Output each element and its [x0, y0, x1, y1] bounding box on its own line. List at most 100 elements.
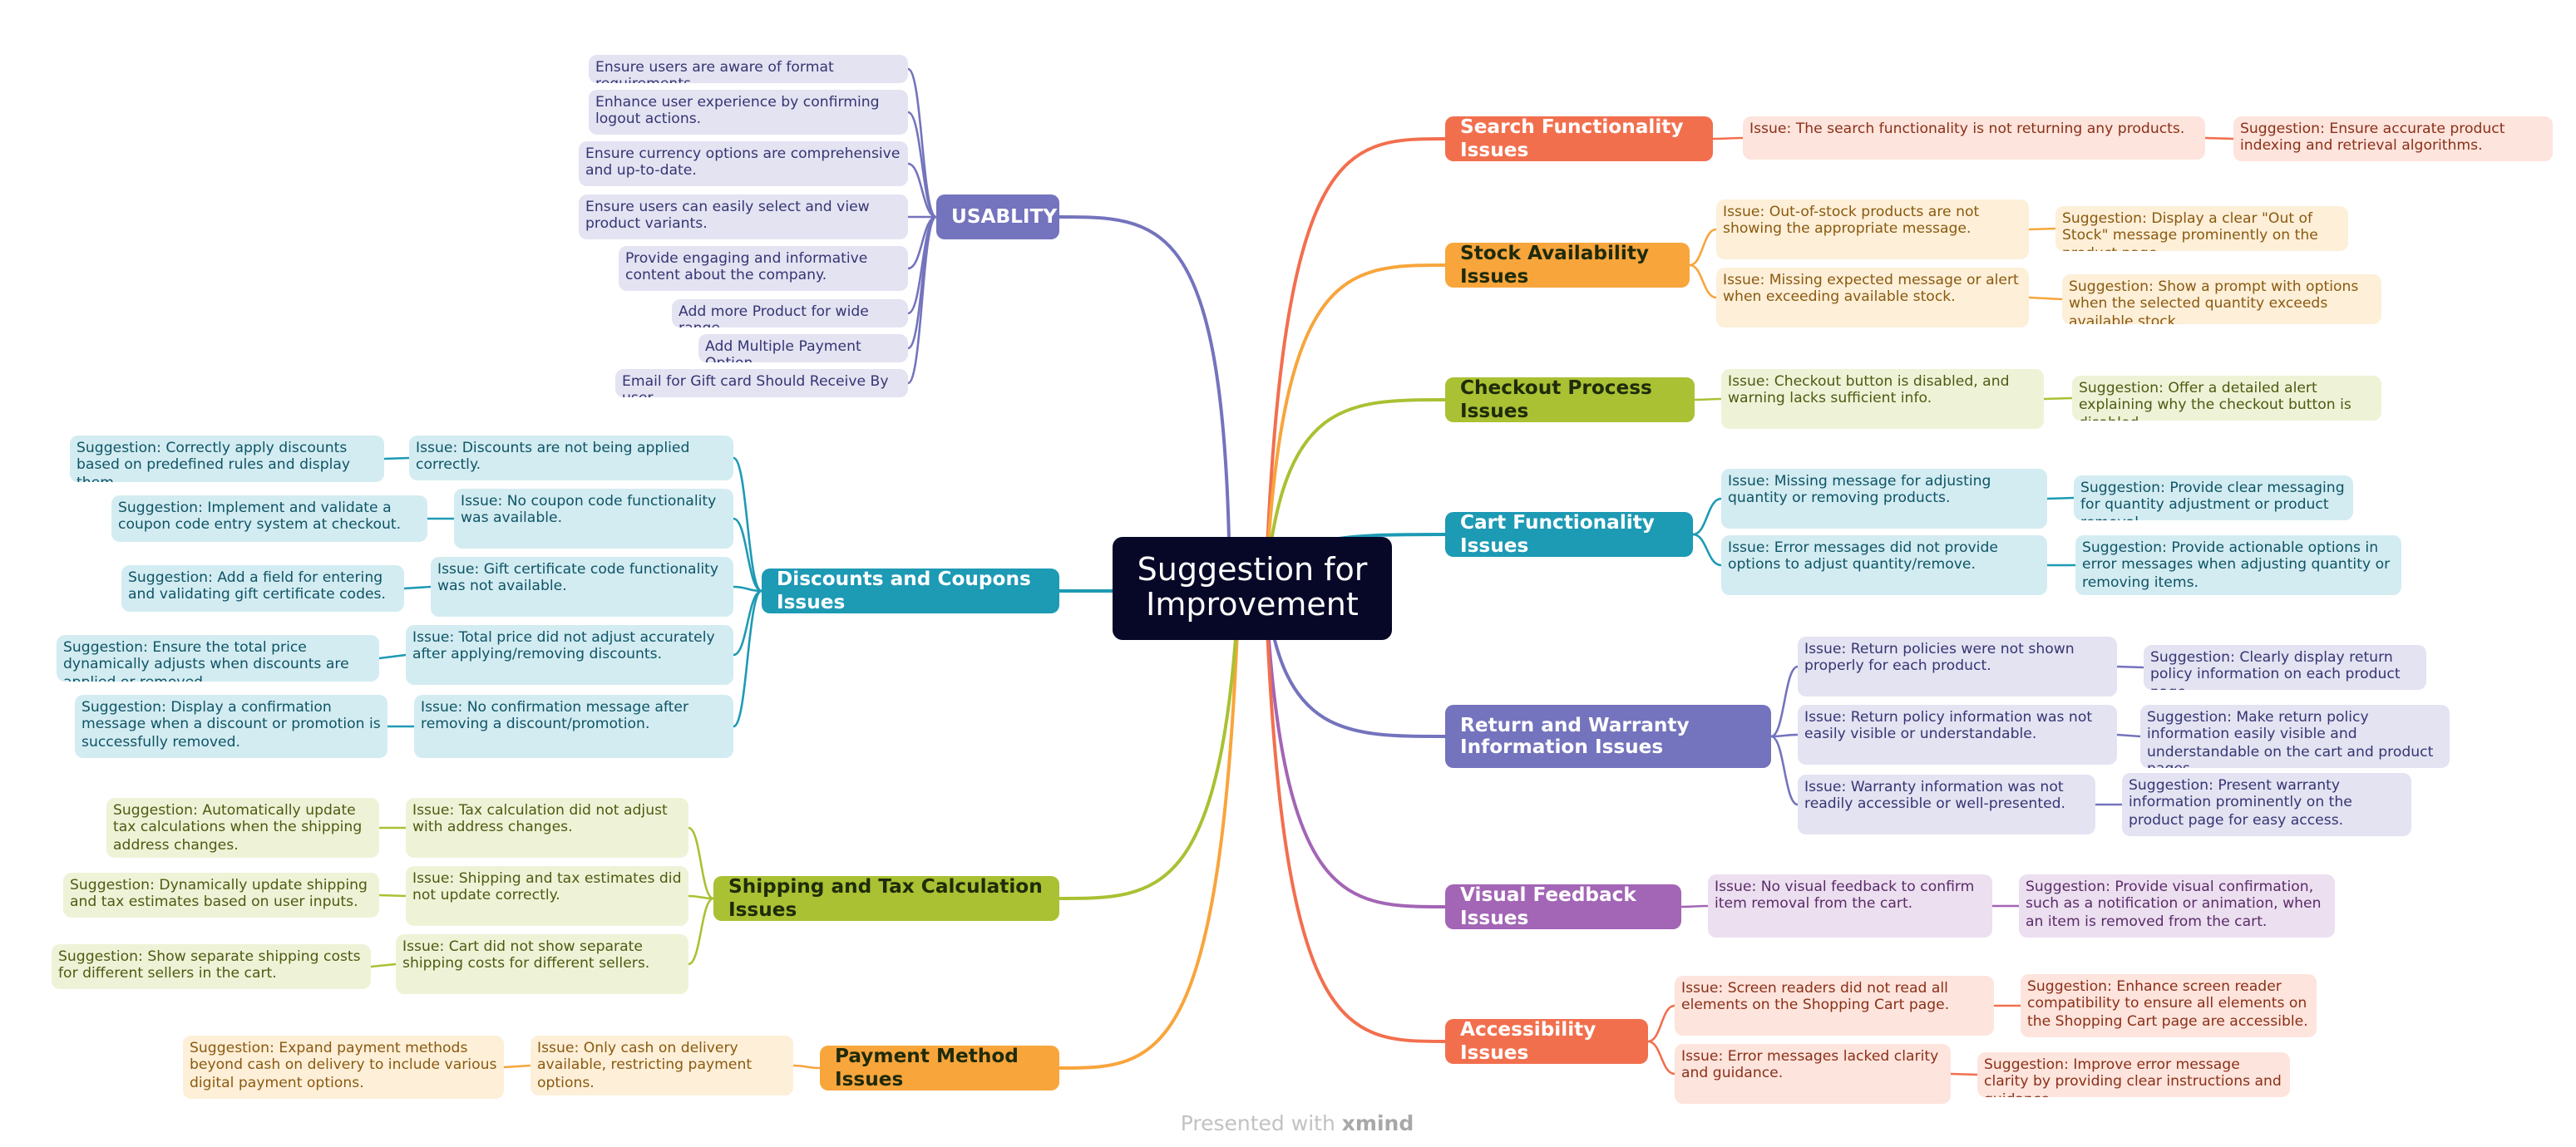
checkout-issue-0[interactable]: Issue: Checkout button is disabled, and …: [1721, 369, 2044, 429]
cart-suggestion-1[interactable]: Suggestion: Provide actionable options i…: [2075, 535, 2401, 595]
connector-checkout-issue-0: [1693, 397, 1723, 401]
connector-usability-2: [906, 162, 938, 219]
payment-issue-0[interactable]: Issue: Only cash on delivery available, …: [530, 1036, 793, 1095]
access-suggestion-0[interactable]: Suggestion: Enhance screen reader compat…: [2021, 974, 2317, 1037]
return-suggestion-1[interactable]: Suggestion: Make return policy informati…: [2140, 705, 2450, 768]
access-suggestion-1[interactable]: Suggestion: Improve error message clarit…: [1977, 1052, 2290, 1097]
return-suggestion-2-text: Suggestion: Present warranty information…: [2129, 778, 2352, 829]
search-suggestion-0-text: Suggestion: Ensure accurate product inde…: [2240, 121, 2505, 155]
discounts-suggestion-3-text: Suggestion: Ensure the total price dynam…: [63, 640, 349, 682]
connector-return-suggestion-1: [2115, 733, 2142, 738]
shipping-suggestion-1-text: Suggestion: Dynamically update shipping …: [70, 878, 368, 912]
shipping-issue-0[interactable]: Issue: Tax calculation did not adjust wi…: [406, 798, 688, 858]
connector-discounts-suggestion-2: [402, 585, 432, 590]
cart-issue-0[interactable]: Issue: Missing message for adjusting qua…: [1721, 469, 2047, 529]
connector-discounts-issue-0: [732, 456, 763, 593]
return-issue-0[interactable]: Issue: Return policies were not shown pr…: [1798, 637, 2117, 697]
discounts-suggestion-4[interactable]: Suggestion: Display a confirmation messa…: [75, 695, 387, 758]
return-issue-1-text: Issue: Return policy information was not…: [1804, 710, 2093, 744]
return-issue-2[interactable]: Issue: Warranty information was not read…: [1798, 775, 2095, 834]
discounts-issue-4-text: Issue: No confirmation message after rem…: [421, 700, 689, 734]
cart-suggestion-0[interactable]: Suggestion: Provide clear messaging for …: [2074, 475, 2353, 520]
access-issue-0-text: Issue: Screen readers did not read all e…: [1681, 981, 1950, 1015]
stock-issue-0[interactable]: Issue: Out-of-stock products are not sho…: [1716, 199, 2029, 259]
connector-checkout-suggestion-0: [2042, 396, 2074, 401]
discounts-suggestion-0[interactable]: Suggestion: Correctly apply discounts ba…: [70, 436, 384, 482]
shipping-issue-1[interactable]: Issue: Shipping and tax estimates did no…: [406, 866, 688, 926]
stock-suggestion-1[interactable]: Suggestion: Show a prompt with options w…: [2062, 274, 2381, 324]
branch-checkout[interactable]: Checkout Process Issues: [1445, 377, 1695, 422]
connector-discounts-issue-4: [732, 589, 763, 728]
cart-suggestion-1-text: Suggestion: Provide actionable options i…: [2082, 540, 2391, 592]
payment-suggestion-0-text: Suggestion: Expand payment methods beyon…: [190, 1041, 497, 1092]
access-issue-0[interactable]: Issue: Screen readers did not read all e…: [1675, 976, 1994, 1036]
branch-discounts[interactable]: Discounts and Coupons Issues: [762, 568, 1059, 613]
discounts-suggestion-4-text: Suggestion: Display a confirmation messa…: [81, 700, 381, 751]
branch-cart[interactable]: Cart Functionality Issues: [1445, 511, 1693, 557]
usability-item-5-text: Add more Product for wide range.: [679, 304, 869, 327]
discounts-issue-2[interactable]: Issue: Gift certificate code functionali…: [431, 557, 733, 617]
branch-stock[interactable]: Stock Availability Issues: [1445, 242, 1690, 288]
discounts-suggestion-3[interactable]: Suggestion: Ensure the total price dynam…: [57, 635, 379, 682]
usability-item-7[interactable]: Email for Gift card Should Receive By us…: [615, 369, 908, 397]
branch-usability[interactable]: USABLITY: [936, 194, 1059, 239]
shipping-issue-2[interactable]: Issue: Cart did not show separate shippi…: [396, 934, 688, 994]
usability-item-2[interactable]: Ensure currency options are comprehensiv…: [579, 141, 908, 186]
connector-shipping-issue-2: [687, 897, 715, 966]
access-issue-1[interactable]: Issue: Error messages lacked clarity and…: [1675, 1044, 1951, 1104]
search-issue-0[interactable]: Issue: The search functionality is not r…: [1743, 116, 2205, 160]
visual-issue-0[interactable]: Issue: No visual feedback to confirm ite…: [1708, 874, 1992, 938]
stock-issue-1[interactable]: Issue: Missing expected message or alert…: [1716, 268, 2029, 327]
usability-item-1[interactable]: Enhance user experience by confirming lo…: [589, 90, 908, 135]
payment-issue-0-text: Issue: Only cash on delivery available, …: [537, 1041, 753, 1092]
connector-return-issue-2: [1769, 735, 1799, 806]
branch-search-label: Search Functionality Issues: [1460, 115, 1684, 160]
discounts-issue-4[interactable]: Issue: No confirmation message after rem…: [414, 695, 733, 758]
usability-item-6[interactable]: Add Multiple Payment Option.: [698, 334, 908, 362]
cart-issue-1-text: Issue: Error messages did not provide op…: [1728, 540, 1998, 574]
branch-return[interactable]: Return and Warranty Information Issues: [1445, 705, 1771, 768]
search-suggestion-0[interactable]: Suggestion: Ensure accurate product inde…: [2233, 116, 2553, 161]
cart-issue-1[interactable]: Issue: Error messages did not provide op…: [1721, 535, 2047, 595]
payment-suggestion-0[interactable]: Suggestion: Expand payment methods beyon…: [183, 1036, 504, 1099]
shipping-suggestion-0-text: Suggestion: Automatically update tax cal…: [113, 803, 363, 854]
branch-payment[interactable]: Payment Method Issues: [820, 1045, 1059, 1090]
usability-item-0[interactable]: Ensure users are aware of format require…: [589, 55, 908, 83]
return-suggestion-0[interactable]: Suggestion: Clearly display return polic…: [2144, 645, 2426, 690]
discounts-issue-3[interactable]: Issue: Total price did not adjust accura…: [406, 625, 733, 685]
shipping-suggestion-2[interactable]: Suggestion: Show separate shipping costs…: [52, 944, 371, 989]
discounts-issue-1[interactable]: Issue: No coupon code functionality was …: [454, 489, 733, 549]
visual-suggestion-0[interactable]: Suggestion: Provide visual confirmation,…: [2019, 874, 2335, 938]
root-topic[interactable]: Suggestion for Improvement: [1113, 537, 1392, 640]
connector-root-checkout: [1264, 398, 1447, 590]
discounts-suggestion-0-text: Suggestion: Correctly apply discounts ba…: [76, 441, 351, 482]
stock-suggestion-0[interactable]: Suggestion: Display a clear "Out of Stoc…: [2055, 206, 2348, 251]
usability-item-3[interactable]: Ensure users can easily select and view …: [579, 194, 908, 239]
return-issue-1[interactable]: Issue: Return policy information was not…: [1798, 705, 2117, 765]
connector-stock-suggestion-1: [2027, 296, 2064, 301]
cart-suggestion-0-text: Suggestion: Provide clear messaging for …: [2080, 480, 2345, 520]
usability-item-4[interactable]: Provide engaging and informative content…: [619, 246, 908, 291]
shipping-suggestion-1[interactable]: Suggestion: Dynamically update shipping …: [63, 873, 379, 918]
connector-access-suggestion-1: [1949, 1072, 1979, 1076]
connector-root-payment: [1058, 587, 1241, 1070]
branch-visual[interactable]: Visual Feedback Issues: [1445, 884, 1681, 929]
return-suggestion-2[interactable]: Suggestion: Present warranty information…: [2122, 773, 2411, 836]
discounts-suggestion-2[interactable]: Suggestion: Add a field for entering and…: [121, 565, 404, 612]
branch-search[interactable]: Search Functionality Issues: [1445, 116, 1713, 161]
usability-item-5[interactable]: Add more Product for wide range.: [672, 299, 908, 327]
discounts-suggestion-1[interactable]: Suggestion: Implement and validate a cou…: [111, 495, 427, 542]
connector-usability-0: [906, 67, 938, 219]
connector-search-suggestion-0: [2203, 136, 2235, 140]
connector-stock-issue-1: [1688, 263, 1718, 299]
footer-credit: Presented with xmind: [1164, 1110, 1430, 1135]
stock-suggestion-0-text: Suggestion: Display a clear "Out of Stoc…: [2062, 211, 2318, 251]
connector-payment-issue-0: [792, 1064, 822, 1070]
connector-discounts-issue-3: [732, 589, 763, 657]
branch-shipping[interactable]: Shipping and Tax Calculation Issues: [713, 875, 1059, 921]
checkout-suggestion-0[interactable]: Suggestion: Offer a detailed alert expla…: [2072, 376, 2381, 421]
discounts-issue-0[interactable]: Issue: Discounts are not being applied c…: [409, 436, 733, 480]
shipping-suggestion-0[interactable]: Suggestion: Automatically update tax cal…: [106, 798, 379, 858]
branch-access[interactable]: Accessibility Issues: [1445, 1018, 1648, 1064]
return-suggestion-1-text: Suggestion: Make return policy informati…: [2147, 710, 2434, 768]
